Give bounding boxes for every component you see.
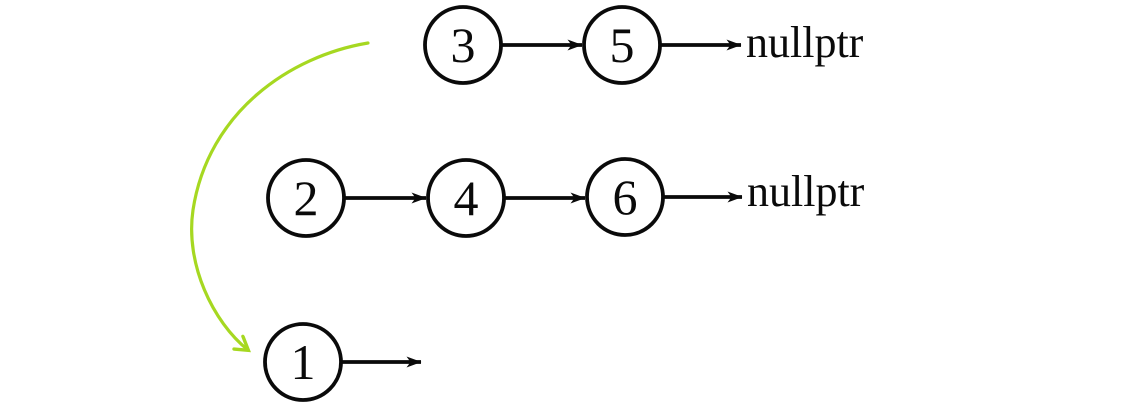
node-circle xyxy=(423,5,503,85)
node-label: 3 xyxy=(451,17,476,73)
node-circle xyxy=(426,158,506,238)
node-circle xyxy=(263,322,343,402)
node-label: 6 xyxy=(613,169,638,225)
node-label: 4 xyxy=(454,170,479,226)
node-label: 5 xyxy=(610,17,635,73)
green-curved-arrow-icon xyxy=(190,41,370,350)
list-row-bottom: 1 xyxy=(263,322,422,402)
node-label: 1 xyxy=(291,334,316,390)
node-circle xyxy=(266,158,346,238)
nullptr-label: nullptr xyxy=(747,167,865,216)
list-row-top: 3 5 nullptr xyxy=(423,5,864,85)
nullptr-label: nullptr xyxy=(746,18,864,67)
node-label: 2 xyxy=(294,170,319,226)
node-circle xyxy=(585,157,665,237)
list-row-middle: 2 4 6 nullptr xyxy=(266,157,865,238)
node-circle xyxy=(582,5,662,85)
